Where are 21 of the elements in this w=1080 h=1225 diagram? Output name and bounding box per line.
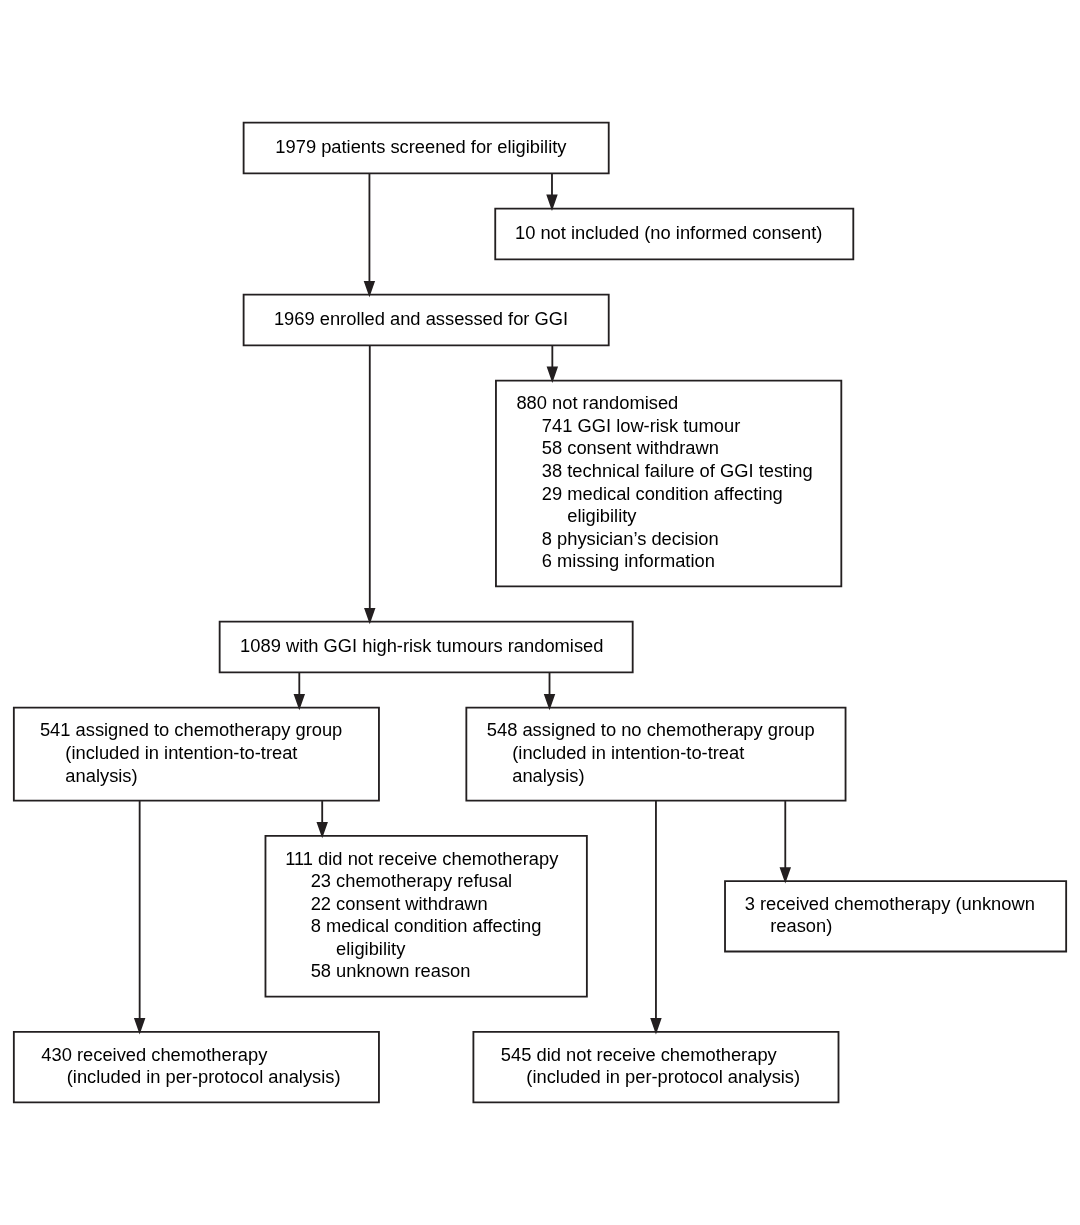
node-box: 10 not included (no informed consent) (494, 207, 855, 261)
node-box: 880 not randomised 741 GGI low-risk tumour 58 consent withdrawn 38 technical failure of GGI testing 29 medical condition affecting eligibility 8 physician’s decision 6 missing information (495, 379, 843, 588)
node-box: 1089 with GGI high-risk tumours randomised (218, 620, 634, 674)
node-box: 1979 patients screened for eligibility (242, 121, 610, 175)
node-box: 3 received chemotherapy (unknown reason) (724, 880, 1068, 953)
arrow (364, 344, 376, 625)
node-box: 545 did not receive chemotherapy (included in per-protocol analysis) (472, 1030, 840, 1104)
node-box: 548 assigned to no chemotherapy group (included in intention-to-treat analysis) (465, 706, 847, 802)
arrow (363, 172, 376, 298)
node-box: 430 received chemotherapy (included in per-protocol analysis) (12, 1030, 380, 1104)
arrow (650, 800, 662, 1035)
node-box: 541 assigned to chemotherapy group (included in intention-to-treat analysis) (12, 706, 380, 802)
arrow (133, 800, 146, 1035)
arrow (779, 800, 791, 884)
arrow (546, 344, 559, 383)
arrow (543, 671, 556, 711)
node-box: 111 did not receive chemotherapy 23 chemotherapy refusal 22 consent withdrawn 8 medical condition affecting eligibility 58 unknown reason (264, 835, 588, 998)
arrow (316, 800, 328, 839)
arrow (546, 172, 558, 211)
arrow (293, 671, 306, 711)
node-box: 1969 enrolled and assessed for GGI (242, 293, 610, 347)
